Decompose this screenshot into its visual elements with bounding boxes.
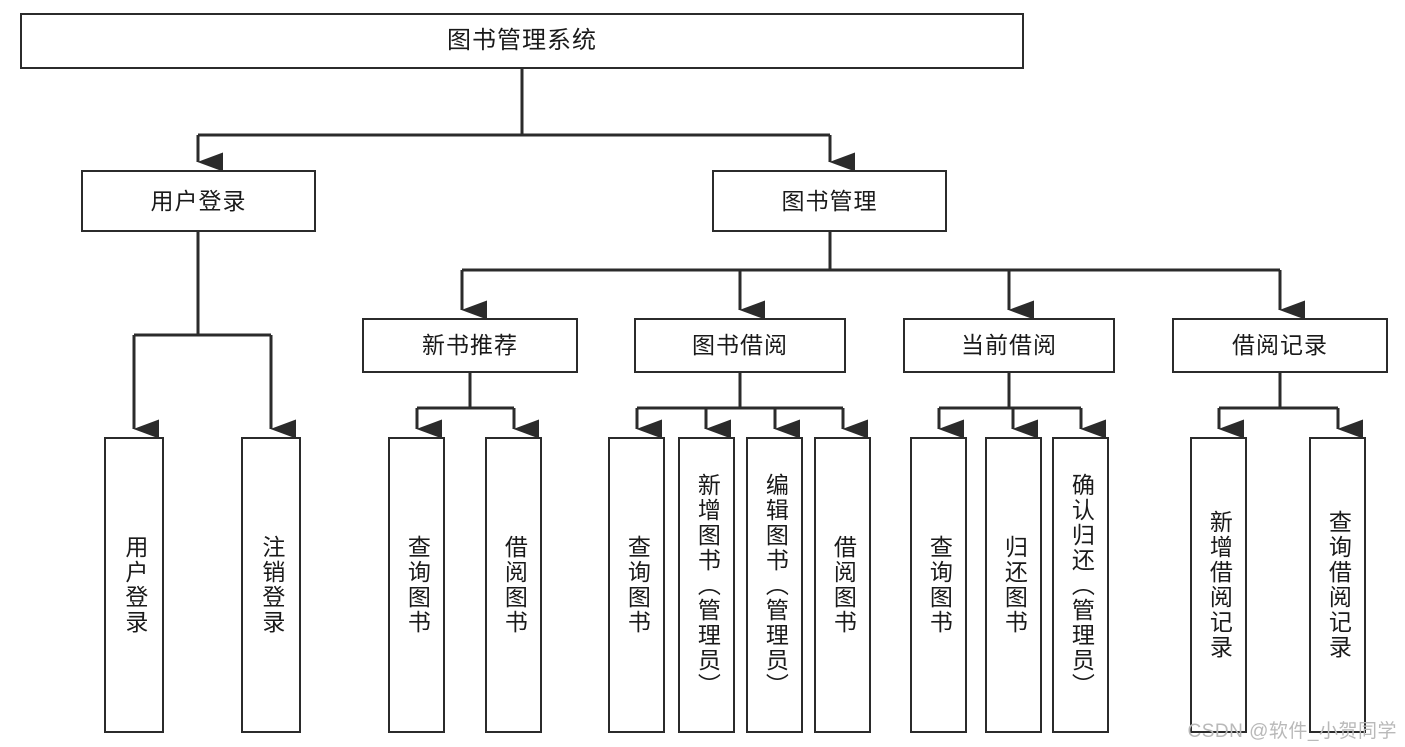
node-new-book-rec[interactable]: 新书推荐 [362, 318, 578, 373]
node-leaf-add-record[interactable]: 新增借阅记录 [1190, 437, 1247, 733]
node-leaf-borrow-book-1[interactable]: 借阅图书 [485, 437, 542, 733]
node-borrow-record[interactable]: 借阅记录 [1172, 318, 1388, 373]
node-leaf-user-login[interactable]: 用户登录 [104, 437, 164, 733]
node-leaf-return-book-label: 归还图书 [1001, 535, 1028, 635]
node-leaf-edit-book[interactable]: 编辑图书（管理员） [746, 437, 803, 733]
node-leaf-user-logout-label: 注销登录 [258, 535, 285, 635]
node-leaf-add-book-label: 新增图书（管理员） [694, 472, 721, 698]
node-book-borrow-label: 图书借阅 [692, 332, 788, 359]
node-leaf-query-record[interactable]: 查询借阅记录 [1309, 437, 1366, 733]
node-new-book-rec-label: 新书推荐 [422, 332, 518, 359]
node-user-login-label: 用户登录 [150, 187, 247, 214]
node-book-borrow[interactable]: 图书借阅 [634, 318, 846, 373]
node-borrow-record-label: 借阅记录 [1232, 332, 1328, 359]
node-leaf-borrow-book-1-label: 借阅图书 [501, 535, 528, 635]
node-book-manage-label: 图书管理 [781, 187, 878, 214]
node-leaf-query-book-3[interactable]: 查询图书 [910, 437, 967, 733]
node-leaf-borrow-book-2[interactable]: 借阅图书 [814, 437, 871, 733]
node-leaf-return-book[interactable]: 归还图书 [985, 437, 1042, 733]
node-leaf-add-record-label: 新增借阅记录 [1206, 510, 1233, 660]
node-current-borrow[interactable]: 当前借阅 [903, 318, 1115, 373]
node-leaf-user-login-label: 用户登录 [121, 535, 148, 635]
node-current-borrow-label: 当前借阅 [961, 332, 1057, 359]
node-leaf-query-book-1-label: 查询图书 [404, 535, 431, 635]
node-leaf-edit-book-label: 编辑图书（管理员） [762, 472, 789, 698]
node-root[interactable]: 图书管理系统 [20, 13, 1024, 69]
node-leaf-confirm-return[interactable]: 确认归还（管理员） [1052, 437, 1109, 733]
node-book-manage[interactable]: 图书管理 [712, 170, 947, 232]
node-leaf-query-book-2[interactable]: 查询图书 [608, 437, 665, 733]
node-leaf-add-book[interactable]: 新增图书（管理员） [678, 437, 735, 733]
watermark: CSDN @软件_小贺同学 [1187, 721, 1397, 742]
node-leaf-query-book-3-label: 查询图书 [926, 535, 953, 635]
node-leaf-query-book-1[interactable]: 查询图书 [388, 437, 445, 733]
node-leaf-query-record-label: 查询借阅记录 [1325, 510, 1352, 660]
node-root-label: 图书管理系统 [447, 27, 597, 55]
node-leaf-query-book-2-label: 查询图书 [624, 535, 651, 635]
node-leaf-user-logout[interactable]: 注销登录 [241, 437, 301, 733]
node-leaf-confirm-return-label: 确认归还（管理员） [1068, 472, 1095, 698]
node-user-login[interactable]: 用户登录 [81, 170, 316, 232]
node-leaf-borrow-book-2-label: 借阅图书 [830, 535, 857, 635]
